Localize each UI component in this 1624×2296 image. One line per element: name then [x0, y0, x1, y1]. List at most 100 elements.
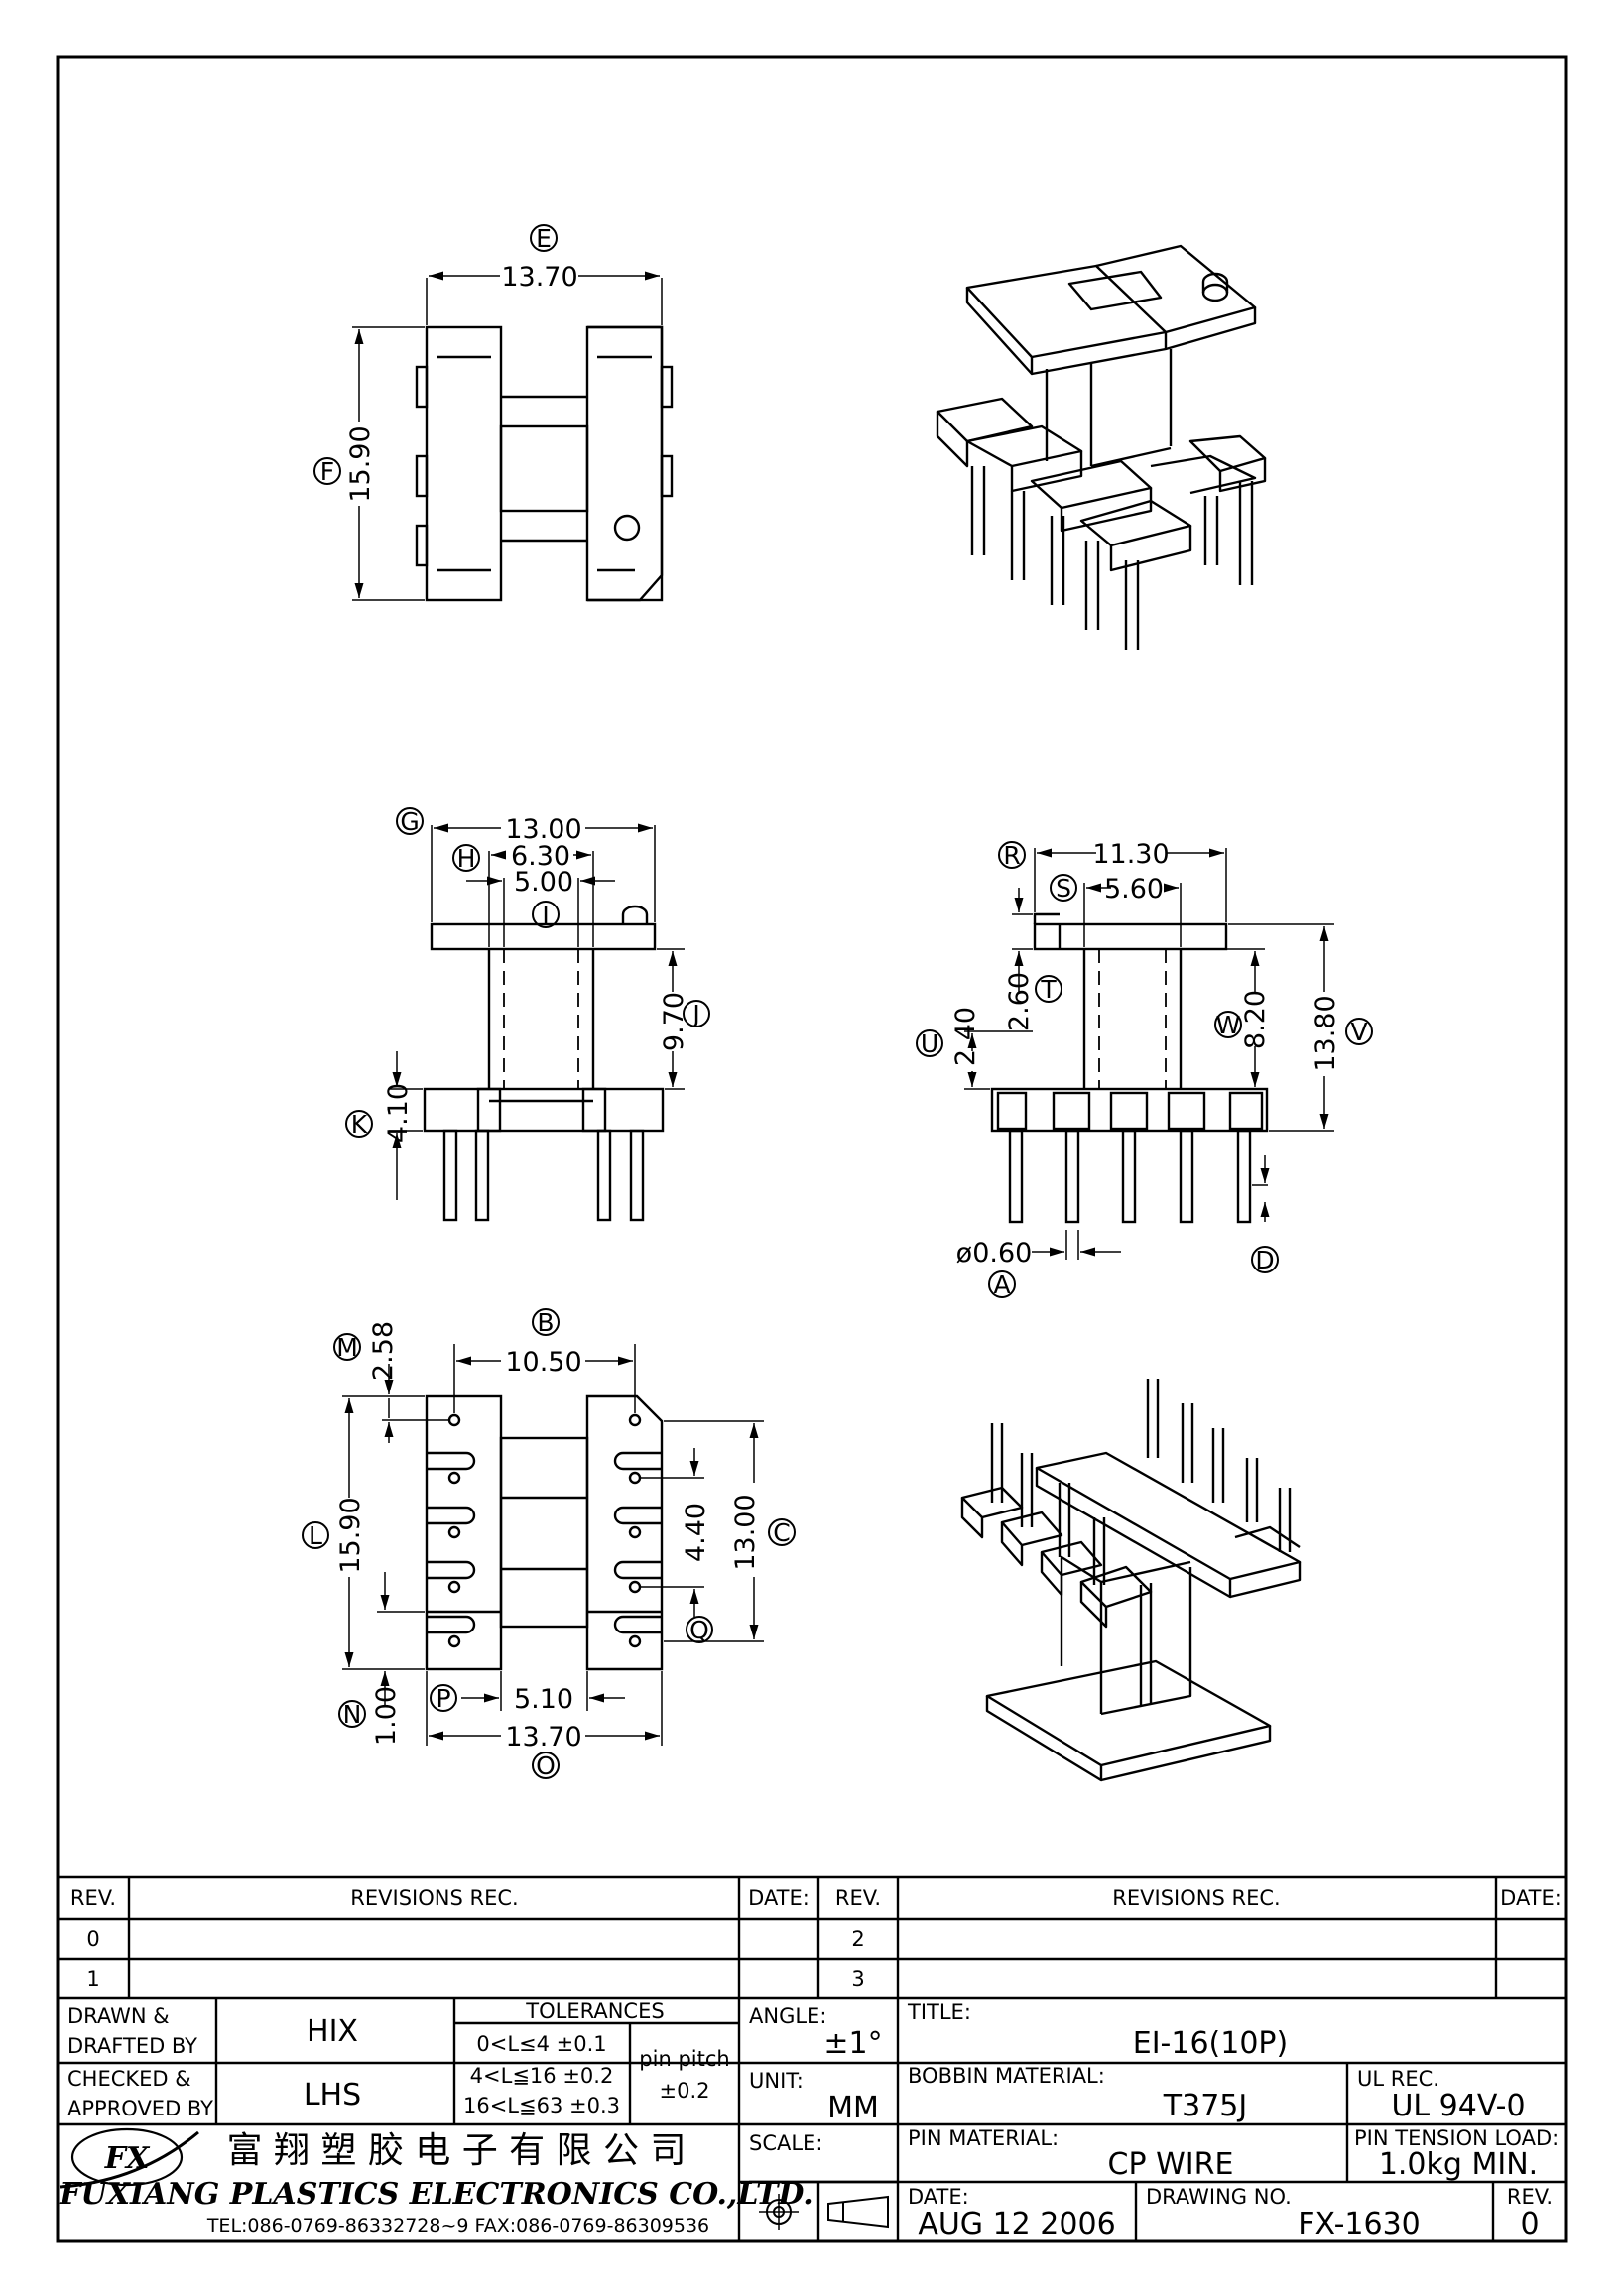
revisions-header-left: REVISIONS REC.: [350, 1886, 518, 1910]
callout-n: N: [343, 1700, 362, 1729]
title-value: EI-16(10P): [1133, 2026, 1288, 2061]
callout-h: H: [457, 844, 476, 873]
logo-text: FX: [104, 2141, 151, 2176]
date-label: DATE:: [908, 2185, 969, 2209]
front-dim-i: 5.00: [514, 867, 573, 898]
side-view: [916, 841, 1373, 1298]
callout-k: K: [351, 1110, 368, 1139]
drawing-no-label: DRAWING NO.: [1146, 2185, 1292, 2209]
drawn-label-1: DRAWN &: [67, 2004, 170, 2028]
bottom-dim-n: 1.00: [371, 1686, 402, 1746]
callout-e: E: [536, 224, 552, 253]
unit-value: MM: [827, 2091, 879, 2125]
rev-row-2: 2: [851, 1927, 864, 1951]
bottom-dim-l: 15.90: [335, 1497, 366, 1573]
tolerances-title: TOLERANCES: [525, 1999, 664, 2023]
company-logo: [59, 2127, 199, 2189]
callout-o: O: [536, 1752, 556, 1780]
bottom-dim-c: 13.00: [730, 1494, 761, 1570]
company-contact: TEL:086-0769-86332728~9 FAX:086-0769-863…: [206, 2215, 709, 2236]
front-dim-k: 4.10: [383, 1083, 414, 1143]
callout-s: S: [1056, 874, 1071, 903]
company-name-en: FUXIANG PLASTICS ELECTRONICS CO.,LTD.: [59, 2177, 813, 2212]
bottom-view: [302, 1308, 796, 1779]
date-header-left: DATE:: [748, 1886, 810, 1910]
ul-label: UL REC.: [1357, 2067, 1439, 2091]
bobbin-label: BOBBIN MATERIAL:: [908, 2064, 1105, 2088]
bottom-dim-b: 10.50: [505, 1347, 581, 1378]
pin-material-label: PIN MATERIAL:: [908, 2126, 1059, 2150]
iso-view-bottom: [960, 1379, 1302, 1782]
rev-row-1: 1: [86, 1967, 99, 1991]
rev-row-3: 3: [851, 1967, 864, 1991]
bobbin-value: T375J: [1163, 2089, 1247, 2123]
checked-value: LHS: [304, 2078, 361, 2113]
iso-view-top: [936, 244, 1267, 650]
callout-d: D: [1255, 1246, 1274, 1274]
bottom-dim-o: 13.70: [505, 1722, 581, 1752]
callout-i: I: [542, 901, 549, 929]
angle-value: ±1°: [823, 2026, 882, 2061]
callout-a: A: [993, 1270, 1010, 1299]
rev-header-right: REV.: [835, 1886, 881, 1910]
rev-row-0: 0: [86, 1927, 99, 1951]
callout-g: G: [400, 807, 419, 836]
side-dim-w: 8.20: [1240, 990, 1271, 1049]
sheet-border: [56, 55, 1568, 2243]
checked-label-1: CHECKED &: [67, 2067, 191, 2091]
pin-pitch-value: ±0.2: [660, 2079, 710, 2103]
callout-w: W: [1216, 1011, 1241, 1039]
rev-header-left: REV.: [70, 1886, 116, 1910]
callout-c: C: [773, 1518, 790, 1547]
callout-m: M: [336, 1333, 358, 1362]
bottom-dim-p: 5.10: [514, 1684, 573, 1715]
unit-label: UNIT:: [749, 2069, 804, 2093]
date-value: AUG 12 2006: [918, 2207, 1115, 2241]
drawn-value: HIX: [307, 2014, 358, 2049]
front-dim-h: 6.30: [511, 841, 570, 872]
front-dim-g: 13.00: [505, 814, 581, 845]
side-dim-r: 11.30: [1092, 839, 1169, 870]
bottom-dim-q: 4.40: [681, 1503, 711, 1562]
top-dim-height: 15.90: [345, 425, 376, 502]
side-dim-t: 2.60: [1004, 972, 1035, 1031]
tolerance-row-1: 0<L≤4 ±0.1: [476, 2032, 606, 2056]
rev-no-label: REV.: [1507, 2185, 1553, 2209]
bottom-dim-m: 2.58: [368, 1321, 399, 1381]
callout-q: Q: [689, 1616, 709, 1644]
callout-b: B: [537, 1308, 554, 1337]
revisions-header-right: REVISIONS REC.: [1112, 1886, 1280, 1910]
rev-no-value: 0: [1520, 2207, 1539, 2241]
pin-pitch-label: pin pitch: [639, 2047, 729, 2071]
callout-f: F: [320, 457, 334, 486]
angle-label: ANGLE:: [749, 2004, 826, 2028]
side-dim-s: 5.60: [1104, 874, 1164, 905]
tension-label: PIN TENSION LOAD:: [1354, 2126, 1559, 2150]
callout-u: U: [921, 1029, 938, 1058]
tolerance-row-3: 16<L≦63 ±0.3: [463, 2094, 620, 2117]
callout-l: L: [309, 1521, 322, 1550]
callout-v: V: [1350, 1018, 1367, 1046]
title-label: TITLE:: [907, 2000, 971, 2024]
callout-r: R: [1003, 841, 1020, 870]
drawn-label-2: DRAFTED BY: [67, 2034, 197, 2058]
ul-value: UL 94V-0: [1391, 2089, 1525, 2123]
company-name-cn: 富 翔 塑 胶 电 子 有 限 公 司: [227, 2130, 687, 2171]
front-dim-j: 9.70: [659, 992, 689, 1051]
tension-value: 1.0kg MIN.: [1379, 2147, 1538, 2182]
side-dim-a: ø0.60: [956, 1238, 1033, 1269]
checked-label-2: APPROVED BY: [67, 2097, 213, 2120]
pin-material-value: CP WIRE: [1108, 2147, 1234, 2182]
side-dim-v: 13.80: [1311, 995, 1341, 1071]
title-block: [58, 1875, 1566, 2241]
date-header-right: DATE:: [1500, 1886, 1562, 1910]
callout-j: J: [690, 1000, 699, 1028]
callout-p: P: [436, 1684, 450, 1713]
drawing-no-value: FX-1630: [1298, 2207, 1421, 2241]
front-view: [345, 807, 710, 1222]
top-view: [313, 224, 674, 602]
scale-label: SCALE:: [749, 2131, 822, 2155]
top-dim-width: 13.70: [501, 262, 577, 293]
